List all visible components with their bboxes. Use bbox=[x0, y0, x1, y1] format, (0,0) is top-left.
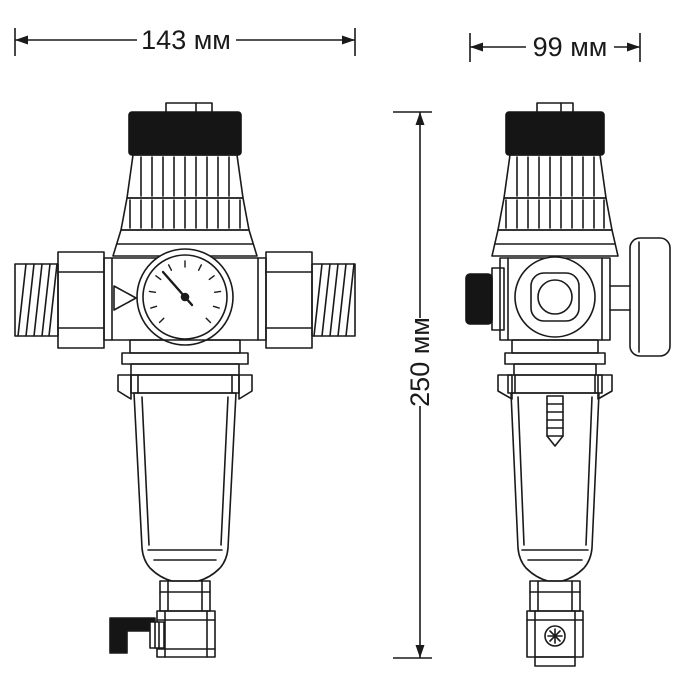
side-flange bbox=[504, 339, 606, 376]
gauge-ticks bbox=[148, 260, 222, 324]
dimension-front-width: 143 мм bbox=[14, 25, 356, 56]
side-neck bbox=[491, 229, 619, 257]
front-neck bbox=[112, 229, 258, 257]
dimension-arrow-left-icon bbox=[15, 35, 28, 45]
front-spigot bbox=[159, 580, 211, 612]
dimension-arrow-right-icon bbox=[627, 42, 640, 52]
side-spigot bbox=[529, 580, 581, 612]
drain-handle bbox=[109, 617, 156, 654]
dimension-arrow-up-icon bbox=[415, 112, 425, 125]
side-filter-bowl bbox=[507, 374, 603, 582]
front-bonnet-ribbed bbox=[120, 154, 250, 231]
dimension-arrow-right-icon bbox=[342, 35, 355, 45]
dimension-front-width-label: 143 мм bbox=[141, 25, 231, 55]
front-union-nut-right bbox=[265, 251, 313, 349]
front-filter-bowl bbox=[130, 374, 240, 582]
side-bonnet-ribbed bbox=[497, 154, 613, 231]
dimension-arrow-down-icon bbox=[415, 645, 425, 658]
side-drain-valve bbox=[526, 610, 584, 667]
side-inner-stem bbox=[546, 395, 564, 447]
side-union-end-on bbox=[514, 256, 596, 338]
dimension-height-label: 250 мм bbox=[405, 317, 435, 407]
side-cap bbox=[505, 111, 605, 156]
front-cap bbox=[128, 111, 242, 156]
dimension-side-width: 99 мм bbox=[469, 32, 641, 62]
front-view-drawing bbox=[14, 102, 356, 658]
front-thread-left bbox=[14, 263, 59, 337]
front-clips bbox=[117, 374, 253, 400]
gauge-hub bbox=[180, 292, 190, 302]
drain-handle-hub bbox=[149, 621, 165, 649]
side-gauge-disc bbox=[609, 237, 671, 357]
front-thread-right bbox=[311, 263, 356, 337]
dimension-height: 250 мм bbox=[393, 111, 435, 659]
dimension-side-width-label: 99 мм bbox=[533, 32, 608, 62]
flow-arrow-icon bbox=[113, 285, 137, 311]
side-view-drawing bbox=[465, 102, 671, 667]
front-union-nut-left bbox=[57, 251, 105, 349]
front-drain-valve bbox=[109, 610, 216, 658]
dimension-arrow-left-icon bbox=[470, 42, 483, 52]
side-inlet-connector bbox=[465, 267, 505, 331]
pressure-gauge bbox=[136, 248, 234, 346]
